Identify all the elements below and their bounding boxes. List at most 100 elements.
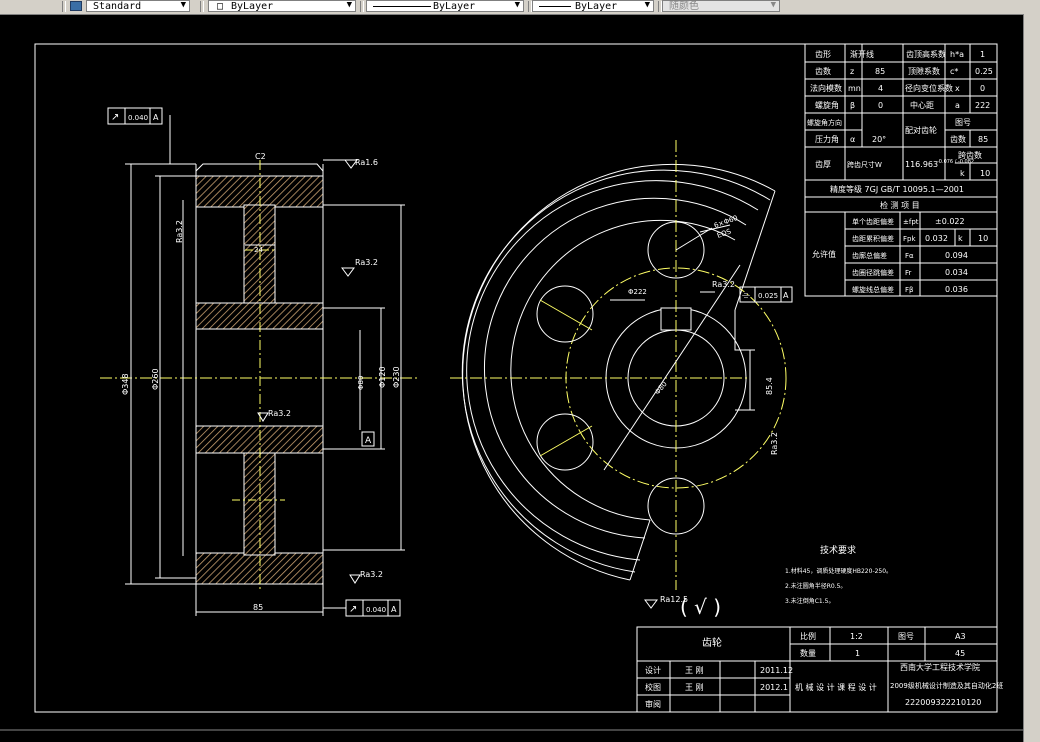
chevron-down-icon[interactable]: ▼	[770, 0, 776, 10]
svg-text:校图: 校图	[645, 682, 661, 692]
svg-text:齿距累积偏差: 齿距累积偏差	[852, 234, 894, 243]
svg-text:c*: c*	[950, 67, 958, 76]
svg-text:0.025: 0.025	[758, 292, 778, 300]
vertical-scrollbar[interactable]	[1023, 14, 1040, 742]
svg-text:齿厚: 齿厚	[815, 160, 831, 169]
svg-text:10: 10	[980, 169, 990, 178]
svg-text:齿轮: 齿轮	[702, 636, 722, 649]
svg-text:k: k	[958, 234, 963, 243]
lineweight-select[interactable]: ByLayer ▼	[532, 0, 654, 12]
svg-text:齿顶高系数: 齿顶高系数	[906, 49, 946, 59]
svg-text:0.040: 0.040	[128, 114, 148, 122]
toolbar-separator	[360, 1, 364, 12]
svg-text:h*a: h*a	[950, 50, 964, 59]
roughness-label: Ra3.2	[770, 432, 779, 455]
roughness-label: Ra3.2	[175, 220, 184, 243]
svg-text:10: 10	[978, 234, 988, 243]
linetype-select[interactable]: ByLayer ▼	[366, 0, 524, 12]
svg-text:1: 1	[980, 50, 985, 59]
layer-color-select[interactable]: □ ByLayer ▼	[208, 0, 356, 12]
svg-text:比例: 比例	[800, 631, 816, 641]
roughness-label: Ra1.6	[355, 158, 378, 167]
gear-section-view	[100, 115, 420, 616]
svg-text:4: 4	[878, 84, 883, 93]
svg-text:0.040: 0.040	[366, 606, 386, 614]
svg-text:齿廓总偏差: 齿廓总偏差	[852, 251, 887, 260]
gdt-frame-key: ⌯ 0.025 A	[739, 286, 793, 303]
svg-text:螺旋角方向: 螺旋角方向	[807, 118, 842, 127]
toolbar-separator	[528, 1, 532, 12]
svg-text:0.032: 0.032	[925, 234, 948, 243]
pcd-dim: Φ222	[628, 288, 647, 296]
gear-front-view	[450, 140, 787, 590]
plot-style-select[interactable]: 随颜色▼	[662, 0, 780, 12]
svg-text:1.材料45，调质处理硬度HB220-250。: 1.材料45，调质处理硬度HB220-250。	[785, 567, 892, 575]
svg-text:图号: 图号	[898, 632, 914, 641]
key-dim: 85.4	[765, 377, 774, 395]
svg-text:径向变位系数: 径向变位系数	[905, 83, 953, 93]
svg-text:王 刚: 王 刚	[685, 666, 704, 675]
chevron-down-icon[interactable]: ▼	[644, 0, 650, 10]
svg-text:β: β	[850, 101, 855, 110]
text-style-select[interactable]: Standard▼	[86, 0, 190, 12]
roughness-label: Ra3.2	[268, 409, 291, 418]
datum-a: A	[361, 431, 375, 447]
general-roughness-mark: ( √ )	[680, 595, 721, 619]
svg-text:2009级机械设计制造及其自动化2班: 2009级机械设计制造及其自动化2班	[890, 681, 1003, 690]
svg-text:王 刚: 王 刚	[685, 683, 704, 692]
svg-text:Fr: Fr	[905, 269, 912, 277]
svg-text:z: z	[850, 67, 854, 76]
drawing-border	[34, 43, 998, 713]
chamfer-label: C2	[255, 152, 266, 161]
roughness-icon	[257, 412, 269, 422]
hub-outer-dim: Φ120	[378, 366, 387, 388]
title-block	[636, 626, 998, 713]
svg-text:精度等级 7GJ GB/T 10095.1—2001: 精度等级 7GJ GB/T 10095.1—2001	[830, 184, 964, 194]
chevron-down-icon[interactable]: ▼	[514, 0, 520, 10]
svg-text:A: A	[391, 605, 397, 614]
svg-text:单个齿距偏差: 单个齿距偏差	[852, 217, 894, 226]
svg-text:渐开线: 渐开线	[850, 49, 874, 59]
symmetry-icon: ⌯	[742, 290, 750, 301]
technical-requirements: 技术要求 1.材料45，调质处理硬度HB220-250。 2.未注圆角半径R0.…	[785, 544, 892, 605]
linetype-sample	[373, 6, 431, 7]
chevron-down-icon[interactable]: ▼	[346, 0, 352, 10]
general-roughness-label: Ra12.5	[660, 595, 688, 604]
svg-text:85: 85	[978, 135, 988, 144]
svg-text:压力角: 压力角	[815, 134, 839, 144]
roughness-icon	[341, 267, 355, 277]
svg-text:116.963: 116.963	[905, 160, 938, 169]
svg-text:±fpt: ±fpt	[903, 218, 919, 226]
roughness-label: Ra3.2	[360, 570, 383, 579]
chevron-down-icon[interactable]: ▼	[180, 0, 186, 10]
svg-text:中心距: 中心距	[910, 100, 934, 110]
title-block-text: 齿轮 比例 1:2 图号 A3 数量 1 45 设计 王 刚 2011.12 校…	[645, 631, 1003, 709]
gdt-frame-top: ↗ 0.040 A	[107, 107, 163, 125]
toolbar-separator	[62, 1, 66, 12]
text-style-icon[interactable]	[70, 1, 82, 11]
svg-text:3.未注倒角C1.5。: 3.未注倒角C1.5。	[785, 597, 834, 605]
svg-text:技术要求: 技术要求	[820, 544, 856, 556]
roughness-icon	[349, 574, 361, 584]
tip-dia-dim: Φ348	[121, 373, 130, 395]
svg-text:2012.1: 2012.1	[760, 683, 788, 692]
hub-dim: Φ230	[392, 366, 401, 388]
layer-color-value: ByLayer	[231, 1, 274, 12]
svg-text:1: 1	[855, 649, 860, 658]
svg-text:2.未注圆角半径R0.5。: 2.未注圆角半径R0.5。	[785, 582, 846, 590]
svg-text:85: 85	[875, 67, 885, 76]
svg-text:齿数: 齿数	[950, 134, 966, 144]
lineweight-value: ByLayer	[575, 1, 618, 12]
svg-text:螺旋线总偏差: 螺旋线总偏差	[852, 285, 894, 294]
svg-text:A3: A3	[955, 632, 966, 641]
svg-text:齿圈径跳偏差: 齿圈径跳偏差	[852, 268, 894, 277]
gdt-frame-bottom: ↗ 0.040 A	[323, 599, 401, 617]
lineweight-sample	[539, 6, 571, 7]
svg-text:a: a	[955, 101, 960, 110]
toolbar-separator	[200, 1, 204, 12]
svg-text:222: 222	[975, 101, 990, 110]
svg-text:法向模数: 法向模数	[810, 83, 842, 93]
svg-text:螺旋角: 螺旋角	[815, 100, 839, 110]
svg-text:-0.076 / -0.082: -0.076 / -0.082	[937, 159, 974, 165]
